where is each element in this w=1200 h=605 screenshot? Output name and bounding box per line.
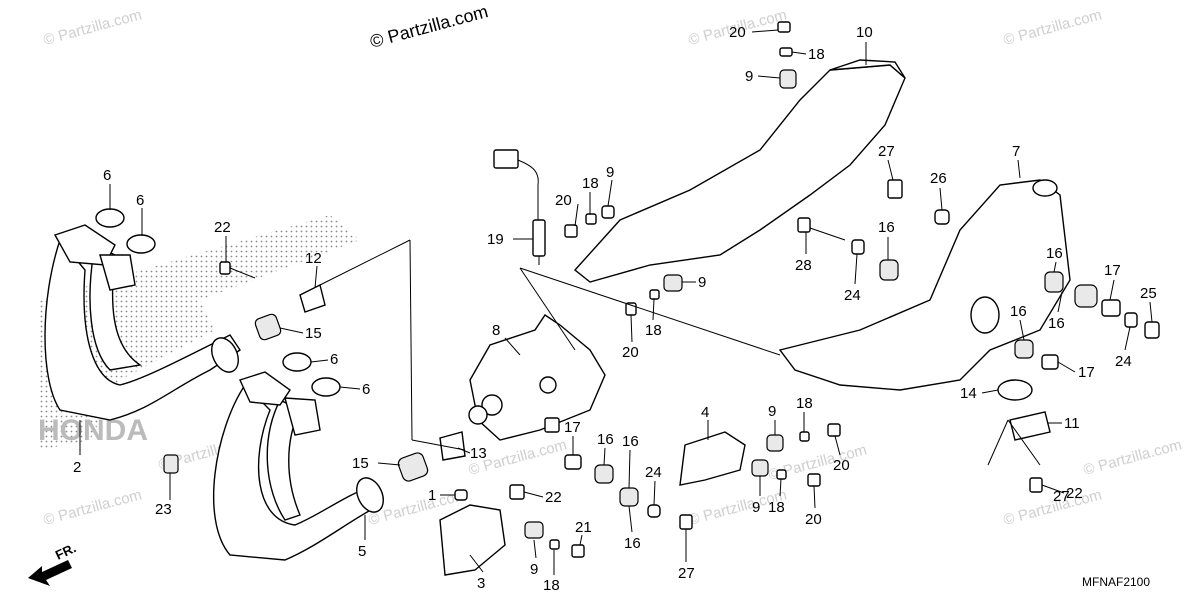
callout-24: 24	[1115, 353, 1132, 370]
callout-22: 22	[545, 489, 562, 506]
front-arrow-label: FR.	[53, 540, 78, 562]
callout-24: 24	[844, 287, 861, 304]
callout-16: 16	[597, 431, 614, 448]
exhaust-pipe-upper	[44, 224, 241, 421]
callout-9: 9	[606, 164, 614, 181]
muffler-clamp	[1009, 411, 1051, 441]
oxygen-sensor	[493, 149, 546, 265]
callout-18: 18	[543, 577, 560, 594]
callout-23: 23	[155, 501, 172, 518]
callout-28: 28	[795, 257, 812, 274]
callout-2: 2	[73, 459, 81, 476]
callout-17: 17	[1078, 364, 1095, 381]
callout-24: 24	[645, 464, 662, 481]
callout-14: 14	[960, 385, 977, 402]
callout-20: 20	[622, 344, 639, 361]
callout-25: 25	[1140, 285, 1157, 302]
watermark-faint: © Partzilla.com	[1082, 436, 1184, 479]
protector-4	[679, 431, 746, 486]
stud-23	[163, 454, 179, 474]
gasket-4	[311, 377, 341, 397]
protector-3	[439, 504, 506, 576]
exhaust-chamber	[468, 314, 606, 441]
exhaust-joint-band-lower	[439, 431, 466, 461]
callout-18: 18	[582, 175, 599, 192]
callout-16: 16	[1048, 315, 1065, 332]
hardware-set	[454, 21, 1160, 558]
callout-16: 16	[624, 535, 641, 552]
callout-27: 27	[678, 565, 695, 582]
callout-20: 20	[833, 457, 850, 474]
callout-11: 11	[1064, 415, 1080, 432]
callout-18: 18	[768, 499, 785, 516]
callout-12: 12	[305, 250, 322, 267]
callout-20: 20	[555, 192, 572, 209]
exhaust-gasket-lower	[397, 452, 429, 482]
background-logo: HONDA	[38, 215, 360, 450]
muffler	[778, 179, 1071, 391]
callout-20: 20	[805, 511, 822, 528]
callout-9: 9	[698, 274, 706, 291]
callout-19: 19	[487, 231, 504, 248]
diagram-code: MFNAF2100	[1082, 575, 1150, 589]
callout-10: 10	[856, 24, 873, 41]
watermark-faint: © Partzilla.com	[1002, 6, 1104, 49]
callout-26: 26	[930, 170, 947, 187]
front-direction-arrow: FR.	[28, 540, 78, 586]
watermark-faint: © Partzilla.com	[42, 6, 144, 49]
callout-27: 27	[1053, 488, 1070, 505]
exhaust-joint-band-upper	[299, 283, 326, 313]
callout-18: 18	[645, 322, 662, 339]
gasket-3	[282, 352, 312, 372]
gasket-1	[95, 208, 125, 228]
callout-13: 13	[470, 445, 487, 462]
assembly-lines	[319, 239, 1041, 466]
bolt-22-upper	[219, 261, 256, 279]
callout-15: 15	[352, 455, 369, 472]
callout-16: 16	[622, 433, 639, 450]
callout-6: 6	[362, 381, 370, 398]
callout-labels: 6 6 22 12 15 6 6 2 23 15 13 1 22 5 3 9 1…	[73, 24, 1157, 594]
exhaust-gasket-upper	[254, 313, 282, 341]
callout-18: 18	[796, 395, 813, 412]
callout-16: 16	[1010, 303, 1027, 320]
callout-1: 1	[428, 487, 436, 504]
callout-21: 21	[575, 519, 592, 536]
callout-16: 16	[878, 219, 895, 236]
callout-9: 9	[530, 561, 538, 578]
callout-20: 20	[729, 24, 746, 41]
callout-3: 3	[477, 575, 485, 592]
callout-6: 6	[103, 167, 111, 184]
callout-6: 6	[330, 351, 338, 368]
callout-5: 5	[358, 543, 366, 560]
callout-leaders	[79, 29, 1153, 575]
callout-4: 4	[701, 404, 709, 421]
muffler-heat-cover	[573, 59, 906, 283]
callout-9: 9	[768, 403, 776, 420]
callout-16: 16	[1046, 245, 1063, 262]
background-brand-text: HONDA	[38, 414, 148, 447]
callout-22: 22	[214, 219, 231, 236]
callout-22: 22	[1066, 485, 1083, 502]
watermark-faint: © Partzilla.com	[42, 486, 144, 529]
gasket-2	[126, 234, 156, 254]
callout-7: 7	[1012, 143, 1020, 160]
callout-8: 8	[492, 322, 500, 339]
exhaust-pipe-lower	[213, 371, 384, 561]
callout-9: 9	[745, 68, 753, 85]
callout-27: 27	[878, 143, 895, 160]
callout-18: 18	[808, 46, 825, 63]
callout-6: 6	[136, 192, 144, 209]
callout-17: 17	[1104, 262, 1121, 279]
callout-9: 9	[752, 499, 760, 516]
callout-17: 17	[564, 419, 581, 436]
callout-15: 15	[305, 325, 322, 342]
watermark-main: © Partzilla.com	[368, 1, 490, 52]
muffler-band	[997, 379, 1033, 401]
